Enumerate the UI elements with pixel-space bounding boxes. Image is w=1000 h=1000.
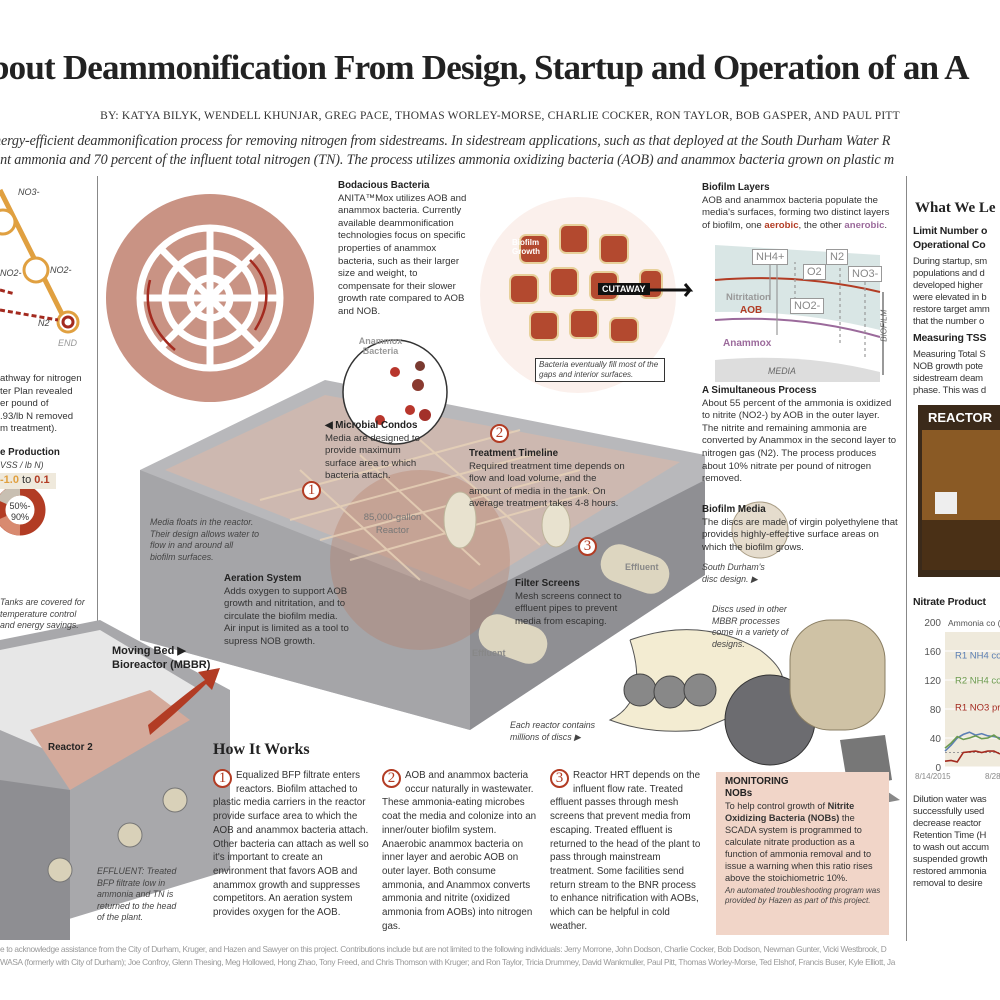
legend-label: R1 NO3 productio [955,702,1000,713]
media-floats-note: Media floats in the reactor. Their desig… [150,517,260,562]
acknowledgements-line-2: WASA (formerly with City of Durham); Joe… [0,957,895,967]
measuring-tss-title: Measuring TSS [913,332,987,344]
biofilm-cutaway-circle [476,193,680,397]
pathway-no2-left-label: NO2- [0,268,22,278]
limit-number-text: During startup, sm populations and d dev… [913,256,990,327]
y-tick-label: 80 [930,705,942,716]
air-water-flow-label: Air & Water Flow [118,372,143,402]
biofilm-growth-label: Biofilm Growth [512,238,540,256]
series-line-1 [944,734,1000,749]
limit-number-title: Limit Number o Operational Co [913,225,988,251]
nitritation-label: Nitritation [726,292,771,303]
monitoring-nobs-block: MONITORING NOBs To help control growth o… [725,776,881,905]
cutaway-label: CUTAWAY [598,283,650,295]
no2-box: NO2- [790,298,825,314]
pathway-no2-label: NO2- [50,265,72,275]
series-line-2 [944,750,1000,763]
biofilm-layers-diagram [598,245,884,382]
donut-label: 50%- 90% [9,501,31,522]
pathway-n2-label: N2 [38,318,50,328]
pathway-end-label: END [58,338,78,348]
measuring-tss-text: Measuring Total S NOB growth pote sidest… [913,349,986,396]
sludge-donut-chart [0,484,46,536]
intro-line-2: ent ammonia and 70 percent of the influe… [0,152,894,168]
pathway-no3-label: NO3- [18,187,40,197]
right-divider [906,176,907,941]
reactor-photo [918,405,1000,577]
dilution-text: Dilution water was successfully used dec… [913,794,989,889]
aob-label: AOB [740,305,763,316]
o2-box: O2 [803,264,826,280]
nitrate-chart-title: Nitrate Product [913,596,986,608]
tanks-note: Tanks are covered for temperature contro… [0,597,85,630]
reactor-illustration [140,380,705,730]
millions-discs-note: Each reactor contains millions of discs … [510,720,596,742]
sludge-units: VSS / lb N) [0,460,44,470]
x-tick-label: 8/14/2015 [915,772,951,781]
legend-label: R2 NH4 concentr [955,676,1000,687]
y-tick-label: 40 [930,734,942,745]
legend-label: R1 NH4 concentr [955,650,1000,661]
effluent-label-1: Effluent [625,562,659,572]
reactor-photo-label: REACTOR [928,410,993,425]
reactor-2-label: Reactor 2 [48,742,93,753]
nh4-box: NH4+ [752,249,789,265]
x-tick-label: 8/28 [985,772,1000,781]
step-1-marker: 1 [302,481,321,500]
monitoring-panel-bg [716,772,889,935]
step-3-marker: 3 [578,537,597,556]
acknowledgements-line-1: e to acknowledge assistance from the Cit… [0,944,887,954]
effluent-label-2: Effluent [472,648,506,658]
media-closeup-circle [102,190,318,406]
intro-line-1: nergy-efficient deammonification process… [0,133,891,149]
y-tick-label: 200 [924,618,941,629]
anammox-bacteria-circle [342,339,448,445]
sludge-range: -1.0 to 0.1 [0,473,56,489]
biofilm-axis-label: BIOFILM [879,309,889,342]
discs-variety-note: Discs used in other MBBR processes come … [712,604,789,649]
page-title: bout Deammonification From Design, Start… [0,48,970,87]
chart-plot-area [945,632,1000,767]
effluent-note: EFFLUENT: Treated BFP filtrate low in am… [97,866,177,922]
y-tick-label: 0 [935,763,941,774]
byline: BY: KATYA BILYK, WENDELL KHUNJAR, GREG P… [100,110,900,122]
left-divider [97,176,98,681]
south-durham-note: South Durham's disc design. ▶ [702,562,765,584]
mbbr-label: Moving Bed ▶ Bioreactor (MBBR) [112,645,211,671]
what-we-learned-heading: What We Le [915,200,996,216]
media-label: MEDIA [768,366,796,376]
gaps-note: Bacteria eventually fill most of the gap… [535,358,665,382]
n2-box: N2 [826,249,849,265]
sludge-production-title: e Production [0,447,60,458]
y-tick-label: 120 [924,676,941,687]
nitrogen-pathway-diagram [0,188,80,334]
nitrate-chart: 200 160 120 80 40 0 Ammonia co (mg/L) 8/14/2015… [915,618,1000,781]
reactor-capacity-label: 85,000-gallon Reactor [363,512,422,536]
step-2-marker: 2 [490,424,509,443]
hand-with-discs [608,501,900,815]
anammox-layer-label: Anammox [723,338,772,349]
anammox-label: Anammox Bacteria [358,336,403,356]
no3-box: NO3- [848,266,883,282]
how-it-works-title: How It Works [213,741,310,758]
mbbr-reactors [0,620,230,940]
y-tick-label: 160 [924,647,941,658]
y-axis-label: Ammonia co (mg/L) [948,618,1000,628]
